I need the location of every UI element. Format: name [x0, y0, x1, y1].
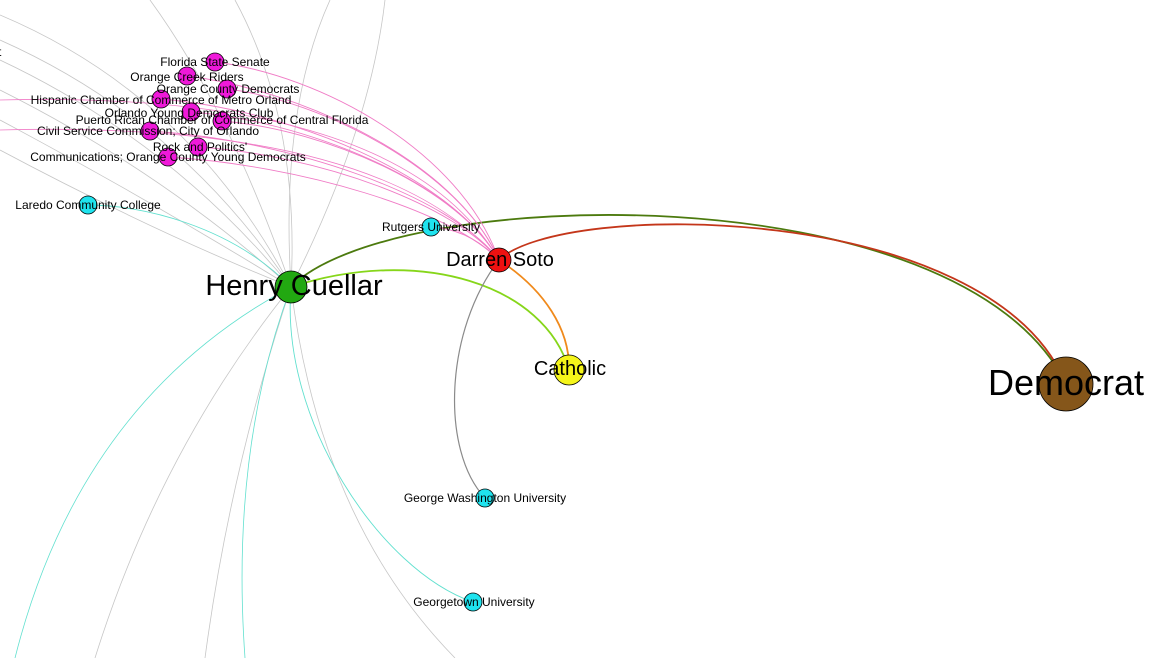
node-orange-creek-riders[interactable] — [177, 66, 197, 86]
label-communications: Communications; Orange County Young Demo… — [30, 150, 305, 164]
edge-offscreen — [290, 286, 456, 658]
labels: t Florida State Senate Orange Creek Ride… — [0, 45, 1144, 609]
node-communications[interactable] — [158, 147, 178, 167]
label-hispanic-chamber: Hispanic Chamber of Commerce of Metro Or… — [31, 93, 292, 107]
node-democrat[interactable] — [1038, 356, 1094, 412]
edge-cuellar-democrat — [290, 214, 1067, 385]
node-puerto-rican-chamber[interactable] — [212, 111, 232, 131]
edge-soto-fl-senate — [214, 61, 500, 261]
hub-nodes — [274, 247, 1094, 412]
node-henry-cuellar[interactable] — [274, 270, 308, 304]
edge-soto-comms — [167, 156, 500, 261]
label-catholic: Catholic — [534, 358, 606, 380]
edge-cuellar-catholic — [290, 269, 570, 371]
node-laredo-community-college[interactable] — [78, 195, 98, 215]
label-t-edge: t — [0, 45, 2, 59]
node-orange-county-democrats[interactable] — [217, 79, 237, 99]
edges — [87, 61, 1067, 603]
edge-offscreen — [0, 128, 500, 261]
edge-offscreen — [0, 119, 292, 288]
edge-offscreen — [0, 39, 292, 288]
small-nodes — [78, 52, 495, 612]
edge-offscreen — [0, 149, 292, 288]
label-orange-creek-riders: Orange Creek Riders — [130, 70, 243, 84]
node-darren-soto[interactable] — [486, 247, 512, 273]
edge-offscreen — [288, 0, 331, 288]
edge-offscreen — [94, 286, 292, 658]
node-orlando-young-democrats[interactable] — [181, 102, 201, 122]
label-democrat: Democrat — [988, 362, 1144, 403]
node-georgetown-university[interactable] — [463, 592, 483, 612]
node-rock-and-politics[interactable] — [188, 137, 208, 157]
node-hispanic-chamber[interactable] — [151, 89, 171, 109]
node-george-washington-university[interactable] — [475, 488, 495, 508]
edge-cuellar-gtown — [289, 286, 474, 603]
edge-offscreen — [0, 14, 292, 288]
edge-offscreen — [234, 0, 293, 288]
label-orlando-young-democrats: Orlando Young Democrats Club — [105, 106, 274, 120]
label-george-washington-university: George Washington University — [404, 491, 566, 505]
node-civil-service-commission[interactable] — [140, 121, 160, 141]
label-rock-and-politics: Rock and Politics' — [153, 140, 247, 154]
label-puerto-rican-chamber: Puerto Rican Chamber of Commerce of Cent… — [76, 113, 369, 127]
edge-soto-oc-dems — [226, 88, 500, 261]
edge-soto-civil — [149, 130, 500, 261]
label-orange-county-democrats: Orange County Democrats — [157, 82, 300, 96]
node-rutgers-university[interactable] — [421, 217, 441, 237]
label-florida-state-senate: Florida State Senate — [160, 55, 270, 69]
edge-offscreen — [204, 286, 292, 658]
edge-soto-pr-cc — [221, 120, 500, 261]
label-henry-cuellar: Henry Cuellar — [205, 270, 383, 302]
edge-soto-rock — [197, 146, 500, 261]
edge-soto-gwu — [453, 259, 500, 499]
node-catholic[interactable] — [553, 354, 585, 386]
label-darren-soto: Darren Soto — [446, 249, 554, 271]
node-florida-state-senate[interactable] — [205, 52, 225, 72]
edge-cuellar-laredo — [87, 204, 292, 288]
label-rutgers-university: Rutgers University — [382, 220, 480, 234]
label-civil-service-commission: Civil Service Commission; City of Orland… — [37, 124, 259, 138]
edge-offscreen — [14, 286, 292, 658]
edge-offscreen — [0, 89, 292, 288]
edge-offscreen — [0, 59, 292, 288]
edge-offscreen — [241, 286, 292, 658]
edge-soto-democrat — [498, 223, 1067, 385]
edge-offscreen — [0, 99, 500, 261]
edge-offscreen — [290, 0, 386, 288]
label-laredo-community-college: Laredo Community College — [15, 198, 161, 212]
label-georgetown-university: Georgetown University — [413, 595, 534, 609]
